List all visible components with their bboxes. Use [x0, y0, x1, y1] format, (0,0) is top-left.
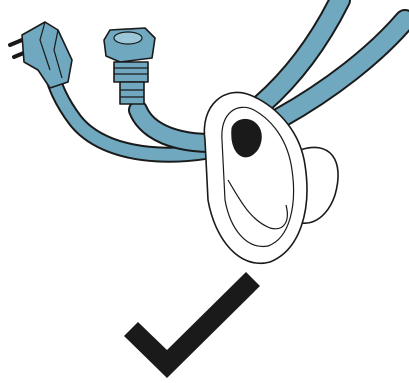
- upper-hoses: [262, 0, 405, 118]
- checkmark-icon: [124, 272, 260, 378]
- hose-connector-icon: [104, 28, 155, 104]
- power-plug-icon: [10, 22, 72, 88]
- hose-holder: [204, 92, 338, 263]
